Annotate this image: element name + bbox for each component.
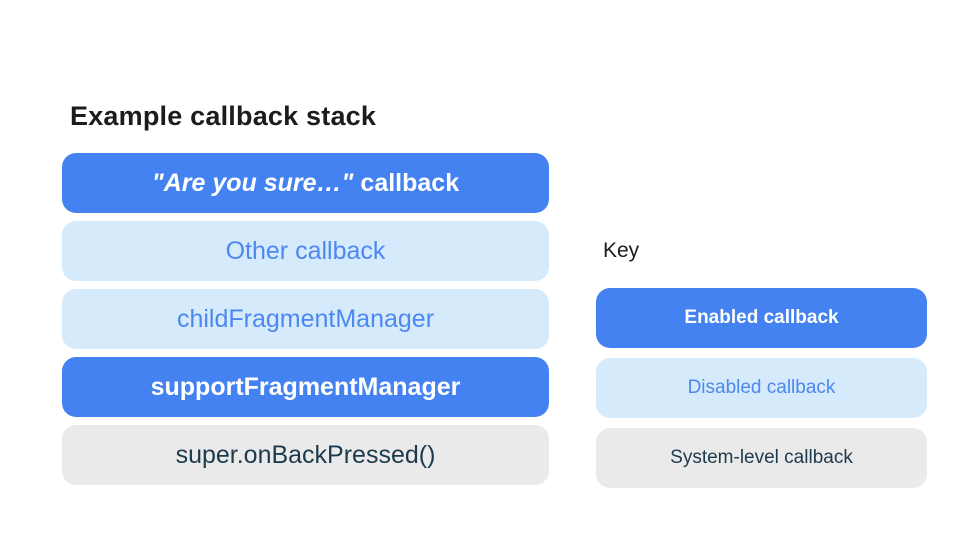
stack-item-child-fragment-manager: childFragmentManager (62, 289, 549, 349)
key-item-enabled-callback: Enabled callback (596, 288, 927, 348)
stack-item-quote-text: "Are you sure…" (151, 168, 354, 197)
key-item-disabled-callback: Disabled callback (596, 358, 927, 418)
stack-item-other-callback: Other callback (62, 221, 549, 281)
stack-item-support-fragment-manager: supportFragmentManager (62, 357, 549, 417)
stack-item-rest-text: callback (360, 168, 460, 197)
stack-item-are-you-sure-callback: "Are you sure…" callback (62, 153, 549, 213)
stack-item-super-on-back-pressed: super.onBackPressed() (62, 425, 549, 485)
stack-title: Example callback stack (70, 101, 377, 131)
key-title: Key (603, 239, 640, 262)
key-item-system-level-callback: System-level callback (596, 428, 927, 488)
